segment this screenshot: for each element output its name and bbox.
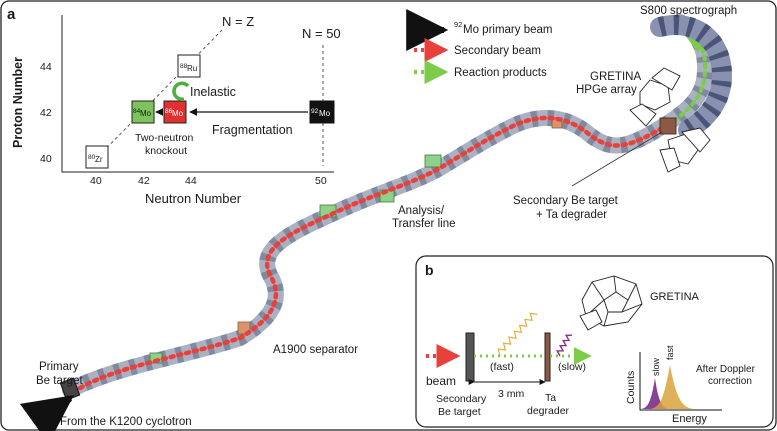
x-tick-44: 44 <box>185 175 197 187</box>
inset-beam-label: beam <box>426 374 456 388</box>
x-tick-50: 50 <box>315 175 327 187</box>
gretina-sublabel: HPGe array <box>576 84 637 96</box>
n50-label: N = 50 <box>302 26 341 41</box>
knockout-label-1: Two-neutron <box>135 132 194 144</box>
reaction-products-path <box>666 30 709 127</box>
nuclide-chart: N = Z N = 50 Proton Number Neutron Numbe… <box>11 14 341 206</box>
panel-label-b: b <box>425 262 434 278</box>
nz-line <box>89 29 223 166</box>
analysis-label: Analysis/ <box>398 205 445 217</box>
svg-text:84: 84 <box>133 108 141 115</box>
y-tick-42: 42 <box>40 107 52 119</box>
inset-degrader-label: degrader <box>527 405 570 417</box>
gretina-array <box>629 67 711 173</box>
be-target-leader <box>571 131 663 187</box>
x-tick-40: 40 <box>90 175 102 187</box>
inset-ta-label: Ta <box>545 392 556 404</box>
svg-text:Zr: Zr <box>95 155 103 164</box>
fast-peak-label: fast <box>665 345 675 360</box>
be-target-label: Secondary Be target <box>513 195 619 207</box>
knockout-label-2: knockout <box>145 145 187 157</box>
gretina-label: GRETINA <box>590 71 641 83</box>
cell-mo92: 92 Mo <box>309 100 335 124</box>
energy-label: Energy <box>672 413 707 425</box>
inset-secondary-label: Secondary <box>436 393 487 405</box>
legend-products-label: Reaction products <box>454 67 547 79</box>
inelastic-arrow <box>172 81 190 101</box>
counts-label: Counts <box>625 371 637 404</box>
svg-text:Ru: Ru <box>187 64 197 73</box>
transfer-label: Transfer line <box>392 218 456 230</box>
cell-mo84: 84 Mo <box>131 100 155 124</box>
inset-be-target <box>465 332 475 382</box>
svg-text:Mo: Mo <box>319 109 331 118</box>
svg-text:Mo: Mo <box>140 109 152 118</box>
cell-mo86: 86 Mo <box>163 100 187 124</box>
inset-gretina-label: GRETINA <box>650 291 700 303</box>
slow-gamma-ray <box>555 334 573 357</box>
primary-beam-arrow <box>19 395 74 431</box>
beamline <box>62 14 714 398</box>
panel-label-a: a <box>7 6 16 23</box>
x-axis-label: Neutron Number <box>145 191 242 206</box>
legend-primary-label: Mo primary beam <box>463 24 552 36</box>
a1900-label: A1900 separator <box>273 344 358 356</box>
inset-b: b GRETINA beam (fast) (slow) 3 mm Second… <box>415 255 774 428</box>
slow-peak <box>641 378 668 409</box>
doppler-label-1: After Doppler <box>696 364 756 375</box>
fast-peak <box>650 365 694 409</box>
primary-be-target-label: Be target <box>36 375 83 387</box>
inset-fast-label: (fast) <box>490 361 514 373</box>
svg-text:88: 88 <box>180 63 188 70</box>
cyclotron-label: From the K1200 cyclotron <box>60 416 192 428</box>
cell-ru88: 88 Ru <box>177 54 201 78</box>
s800-label: S800 spectrograph <box>640 5 737 17</box>
inset-ta-degrader <box>544 332 551 382</box>
svg-text:86: 86 <box>165 108 173 115</box>
chart-axes <box>61 15 334 173</box>
legend-primary-mass: 92 <box>454 20 462 29</box>
secondary-target-box <box>659 117 677 135</box>
svg-text:92: 92 <box>311 108 319 115</box>
legend: 92 Mo primary beam Secondary beam Reacti… <box>406 9 552 84</box>
nz-label: N = Z <box>222 14 254 29</box>
x-tick-42: 42 <box>138 175 150 187</box>
ta-degrader-label: + Ta degrader <box>536 209 607 221</box>
legend-secondary-label: Secondary beam <box>454 45 541 57</box>
fragmentation-label: Fragmentation <box>212 123 293 137</box>
slow-peak-label: slow <box>651 357 661 376</box>
primary-target-label: Primary <box>39 361 79 373</box>
svg-text:80: 80 <box>88 154 96 161</box>
inelastic-label: Inelastic <box>190 85 236 99</box>
y-tick-44: 44 <box>40 61 52 73</box>
svg-text:Mo: Mo <box>172 109 184 118</box>
y-axis-label: Proton Number <box>11 57 25 148</box>
y-tick-40: 40 <box>40 153 52 165</box>
secondary-beam-path <box>77 115 665 391</box>
inset-be-target-label: Be target <box>438 406 481 418</box>
gretina-cluster <box>579 275 643 331</box>
s800-spectrograph <box>650 15 733 140</box>
spectrum-axes <box>639 352 722 411</box>
fast-gamma-ray <box>497 312 538 357</box>
inset-slow-pos-label: (slow) <box>558 361 586 373</box>
doppler-label-2: correction <box>708 376 752 387</box>
distance-label: 3 mm <box>498 388 525 400</box>
cell-zr80: 80 Zr <box>85 145 109 169</box>
